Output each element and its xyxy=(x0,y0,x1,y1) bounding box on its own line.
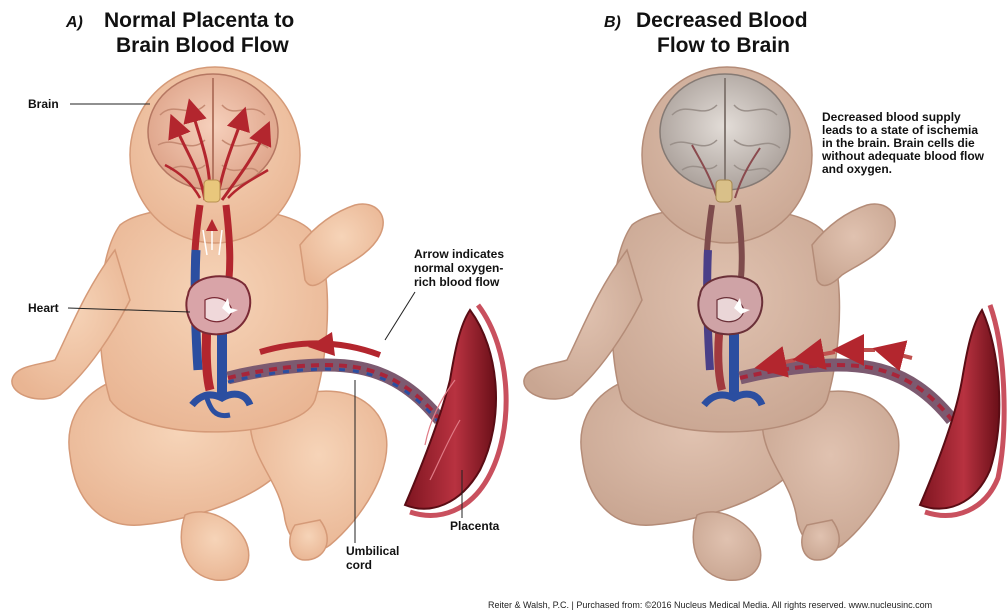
placenta-b xyxy=(920,305,1004,515)
placenta-a xyxy=(405,305,506,515)
credit-line: Reiter & Walsh, P.C. | Purchased from: ©… xyxy=(488,600,932,610)
umbilical-label-line1: Umbilical xyxy=(346,544,399,558)
heart-a xyxy=(186,276,250,334)
note-line-3: in the brain. Brain cells die xyxy=(822,136,975,150)
arrow-note-line1: Arrow indicates xyxy=(414,247,504,261)
panel-a-title-line1: Normal Placenta to xyxy=(104,9,294,32)
ischemia-note: Decreased blood supply leads to a state … xyxy=(821,110,985,176)
panel-b: B) Decreased Blood Flow to Brain xyxy=(524,9,1004,580)
heart-label: Heart xyxy=(28,301,59,315)
placenta-label: Placenta xyxy=(450,519,500,533)
panel-a-letter: A) xyxy=(65,14,83,31)
arrow-note-line2: normal oxygen- xyxy=(414,261,503,275)
panel-b-title-line1: Decreased Blood xyxy=(636,9,808,32)
note-line-1: Decreased blood supply xyxy=(822,110,961,124)
panel-b-letter: B) xyxy=(604,14,621,31)
umbilical-label-line2: cord xyxy=(346,558,372,572)
note-line-4: without adequate blood flow xyxy=(821,149,985,163)
heart-b xyxy=(698,276,762,334)
panel-a: A) Normal Placenta to Brain Blood Flow xyxy=(12,9,506,580)
panel-b-title-line2: Flow to Brain xyxy=(657,34,790,57)
note-line-2: leads to a state of ischemia xyxy=(822,123,978,137)
brain-label: Brain xyxy=(28,97,59,111)
arrow-note-line3: rich blood flow xyxy=(414,275,500,289)
note-line-5: and oxygen. xyxy=(822,162,892,176)
panel-a-title-line2: Brain Blood Flow xyxy=(116,34,289,57)
